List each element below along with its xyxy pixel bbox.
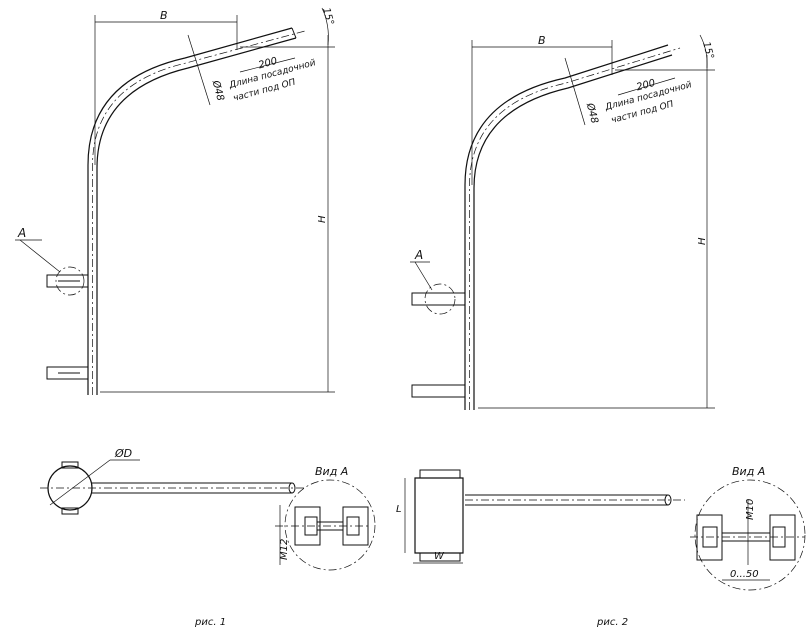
dim-b-label: B [160,9,168,22]
dim-b-label-2: B [538,34,546,47]
figure-2-plan-view: L W Вид A M10 0...50 [396,465,806,591]
dim-h-label-2: H [697,237,708,245]
dim-w-label: W [434,551,445,562]
figure-2-bracket: B H 15° 200 Длина посадочной части под О… [410,34,715,410]
tube-diameter-label-2: Ø48 [584,101,601,125]
tube-diameter-label: Ø48 [209,78,226,102]
bolt-m10-label: M10 [745,499,756,520]
dim-h-label: H [317,215,328,223]
callout-a: A [17,226,26,240]
upper-clamp [46,274,89,288]
callout-a-2: A [414,248,423,262]
bolt-m12-label: M12 [279,539,290,560]
detail-a-circle-2 [694,479,806,591]
view-a-label: Вид A [315,465,348,478]
pole-diameter-label: ØD [114,447,132,460]
figure-1-plan-view: ØD Вид A M12 [40,447,376,571]
upper-clamp-2 [411,292,466,306]
range-label: 0...50 [730,569,759,580]
view-a-label-2: Вид A [732,465,765,478]
detail-a-circle [284,479,376,571]
nut [304,516,318,536]
dim-l-label: L [396,504,402,515]
lower-clamp-2 [411,384,466,398]
figure-1-bracket: B H 15° 200 Длина посадочной части под О… [15,7,335,395]
lower-clamp [46,366,89,380]
angle-label-2: 15° [700,41,715,61]
length-200-label-2: 200 [635,78,656,94]
angle-label: 15° [320,7,335,27]
figure-2-caption: рис. 2 [596,617,628,628]
figure-1-caption: рис. 1 [194,617,226,628]
length-200-label: 200 [257,56,278,72]
